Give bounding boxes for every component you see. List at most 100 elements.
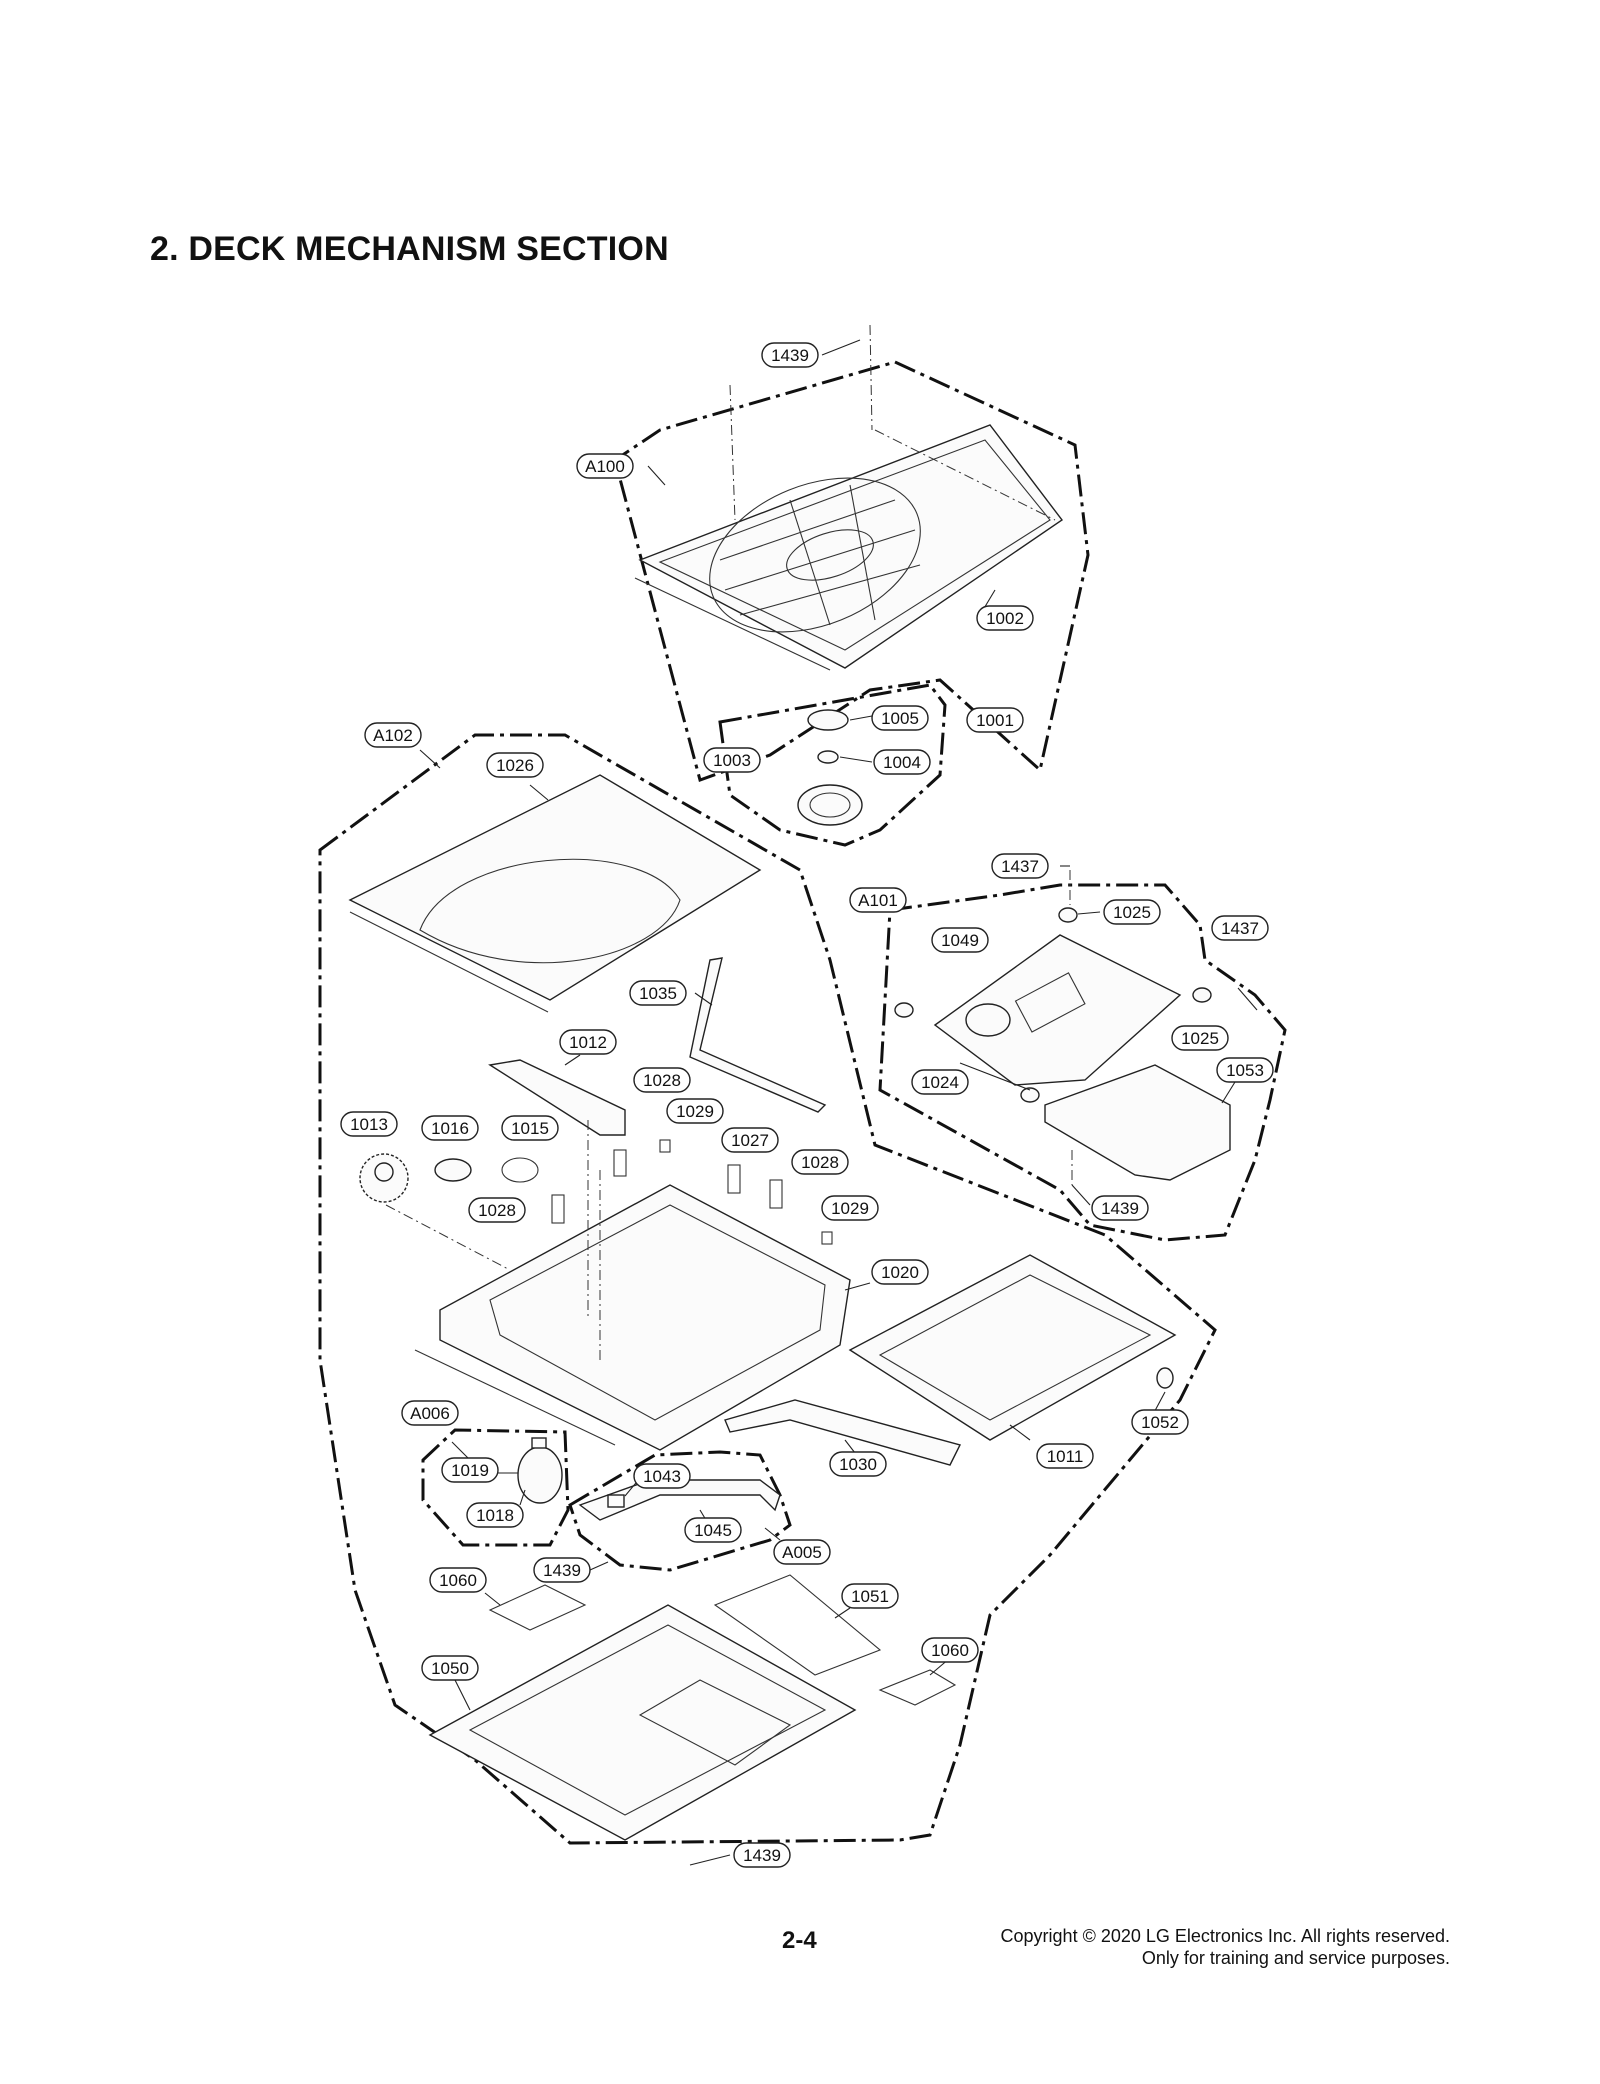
callout-text: 1049 — [941, 931, 979, 950]
damper-1025-right — [1192, 987, 1212, 1003]
callout-bubble — [633, 1067, 691, 1093]
callout-bubble — [629, 980, 687, 1006]
pad-1028-c — [769, 1179, 783, 1209]
bottom-cover-inner — [468, 1624, 827, 1816]
sheet-1060-right — [878, 1669, 957, 1706]
callout-bubble — [533, 1557, 591, 1583]
belt-1015 — [501, 1157, 539, 1183]
callout-text: 1437 — [1221, 919, 1259, 938]
callout-bubble — [1103, 899, 1161, 925]
part-callout-1060: 1060 — [429, 1567, 487, 1593]
callout-text: 1035 — [639, 984, 677, 1003]
leader-line — [451, 1441, 471, 1461]
callout-text: 1045 — [694, 1521, 732, 1540]
callout-bubble — [791, 1149, 849, 1175]
callout-text: 1050 — [431, 1659, 469, 1678]
part-callout-1028: 1028 — [633, 1067, 691, 1093]
flex-cable-1035 — [689, 957, 827, 1113]
spring-1052 — [1156, 1367, 1174, 1389]
callout-bubble — [401, 1400, 459, 1426]
callout-bubble — [921, 1637, 979, 1663]
callout-bubble — [976, 605, 1034, 631]
callout-text: 1002 — [986, 609, 1024, 628]
part-callout-1018: 1018 — [466, 1502, 524, 1528]
leader-line — [821, 339, 861, 356]
callout-text: A100 — [585, 457, 625, 476]
callout-text: 1029 — [676, 1102, 714, 1121]
group-outline-a005 — [568, 1450, 792, 1572]
leader-line — [454, 1679, 471, 1711]
callout-text: 1028 — [801, 1153, 839, 1172]
part-callout-1437: 1437 — [991, 853, 1049, 879]
lower-chassis-1011 — [848, 1254, 1177, 1441]
switch-1043 — [607, 1494, 625, 1508]
part-callout-1025: 1025 — [1103, 899, 1161, 925]
part-callout-1045: 1045 — [684, 1517, 742, 1543]
callout-text: 1026 — [496, 756, 534, 775]
part-callout-1002: 1002 — [976, 605, 1034, 631]
leader-line — [647, 465, 666, 486]
leader-line — [849, 715, 873, 721]
pad-1027 — [727, 1164, 741, 1194]
callout-bubble — [421, 1655, 479, 1681]
callout-text: 1011 — [1047, 1447, 1084, 1466]
leader-line — [564, 1054, 581, 1066]
part-callout-1052: 1052 — [1131, 1409, 1189, 1435]
copyright-line-2: Only for training and service purposes. — [1141, 1948, 1450, 1968]
callout-text: 1439 — [543, 1561, 581, 1580]
leader-line — [484, 1592, 501, 1606]
main-chassis-1020 — [439, 1184, 851, 1451]
callout-bubble — [821, 1195, 879, 1221]
copyright-line-1: Copyright © 2020 LG Electronics Inc. All… — [1000, 1926, 1450, 1946]
disc-clamp-plate — [709, 477, 921, 633]
callout-bubble — [1091, 1195, 1149, 1221]
callout-bubble — [441, 1457, 499, 1483]
top-cover-tray — [638, 424, 1064, 669]
callout-bubble — [340, 1111, 398, 1137]
part-callout-1053: 1053 — [1216, 1057, 1274, 1083]
callout-bubble — [966, 707, 1024, 733]
clamp-magnet-1005 — [807, 709, 849, 731]
screw-axis — [729, 384, 736, 521]
part-callout-1013: 1013 — [340, 1111, 398, 1137]
leader-line — [589, 1561, 609, 1571]
callout-text: 1439 — [1101, 1199, 1139, 1218]
clamp-body-inner — [809, 792, 851, 818]
part-callout-1029: 1029 — [666, 1098, 724, 1124]
callout-text: 1439 — [771, 346, 809, 365]
callout-text: A006 — [410, 1404, 450, 1423]
leader-line — [1237, 987, 1258, 1011]
callout-text: 1024 — [921, 1073, 959, 1092]
callout-bubble — [761, 342, 819, 368]
sheet-1060-left — [488, 1584, 587, 1631]
loader-base-1049 — [933, 934, 1182, 1086]
callout-bubble — [703, 747, 761, 773]
callout-text: 1003 — [713, 751, 751, 770]
copyright-notice: Copyright © 2020 LG Electronics Inc. All… — [1001, 1925, 1450, 1969]
callout-text: 1004 — [883, 753, 921, 772]
pad-1028-b — [613, 1149, 627, 1177]
group-outline-a006 — [421, 1428, 570, 1547]
clamp-grid-line — [719, 499, 896, 561]
callout-bubble — [364, 722, 422, 748]
part-callout-1004: 1004 — [873, 749, 931, 775]
leader-line — [764, 1527, 781, 1541]
callout-text: 1025 — [1113, 903, 1151, 922]
callout-bubble — [1216, 1057, 1274, 1083]
callout-text: 1027 — [731, 1131, 769, 1150]
part-callout-1050: 1050 — [421, 1655, 479, 1681]
callout-text: 1016 — [431, 1119, 469, 1138]
callout-bubble — [684, 1517, 742, 1543]
callout-bubble — [721, 1127, 779, 1153]
callout-text: 1439 — [743, 1846, 781, 1865]
pulley-1016 — [434, 1158, 472, 1182]
leader-line — [689, 1854, 731, 1866]
part-callout-1439: 1439 — [533, 1557, 591, 1583]
pad-1028-a — [551, 1194, 565, 1224]
bottom-cover-window — [638, 1679, 792, 1766]
part-callout-1024: 1024 — [911, 1069, 969, 1095]
callout-bubble — [931, 927, 989, 953]
disc-tray-recess — [419, 858, 681, 964]
